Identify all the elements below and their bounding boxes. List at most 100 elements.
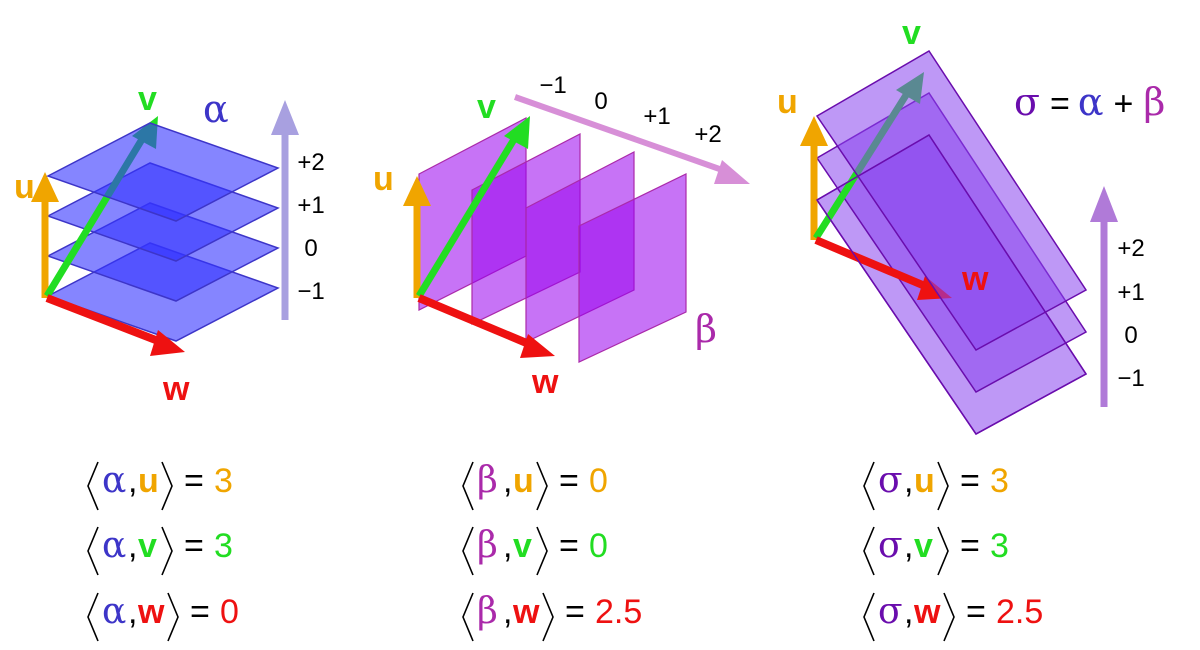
pairing-value: 0	[589, 462, 608, 500]
right-angle-bracket	[536, 526, 548, 576]
pairing-alpha-w: α,w = 0	[87, 591, 239, 642]
pairing-alpha-v: α,v=3	[87, 525, 233, 576]
beta-symbol: β	[695, 307, 717, 351]
panel-sigma: u v w σ=α+β +2 +1 0 −1	[777, 14, 1165, 435]
panel-beta: −1 0 +1 +2 u v w β	[373, 72, 750, 401]
pairing-comma: ,	[503, 527, 512, 565]
pairing-equals: =	[565, 593, 585, 631]
beta-tick-plus2: +2	[694, 121, 721, 148]
left-angle-bracket	[462, 461, 474, 511]
pairing-value: 0	[220, 593, 239, 631]
sigma-u-arrowhead	[800, 116, 828, 146]
beta-plane-plus2	[578, 173, 687, 363]
beta-tick-minus1: −1	[539, 72, 566, 99]
right-angle-bracket	[937, 461, 949, 511]
pairing-comma: ,	[904, 593, 913, 631]
alpha-u-arrowhead	[31, 172, 59, 202]
sigma-formula-plus: +	[1113, 85, 1133, 123]
pairing-value: 3	[990, 462, 1009, 500]
pairing-beta-v: β,v=0	[462, 525, 608, 576]
pairing-value: 2.5	[595, 593, 642, 631]
pairing-vector: u	[138, 462, 159, 500]
pairing-comma: ,	[904, 527, 913, 565]
pairing-form: σ	[878, 460, 903, 501]
pairing-equals: =	[184, 527, 204, 565]
pairing-form: β	[477, 460, 498, 501]
pairing-beta-u: β,u=0	[462, 460, 608, 511]
right-angle-bracket	[542, 592, 554, 642]
beta-value-axis	[514, 94, 729, 175]
pairing-value: 0	[589, 527, 608, 565]
sigma-plane-plus1	[815, 49, 1088, 351]
sigma-formula-beta: β	[1143, 80, 1165, 124]
pairing-equals: =	[559, 527, 579, 565]
pairing-equals: =	[190, 593, 210, 631]
sigma-plane-plus2	[815, 133, 1088, 435]
right-angle-bracket	[943, 592, 955, 642]
sigma-tick-plus1: +1	[1117, 279, 1144, 306]
beta-u-arrowhead	[403, 176, 431, 206]
panel-alpha: u v w α +2 +1 0 −1	[14, 80, 325, 408]
pairing-vector: w	[913, 593, 941, 631]
pairing-form: α	[102, 460, 126, 501]
right-angle-bracket	[536, 461, 548, 511]
sigma-formula-eq: =	[1050, 85, 1070, 123]
pairing-value: 3	[990, 527, 1009, 565]
pairing-value: 2.5	[996, 593, 1043, 631]
sigma-tick-plus2: +2	[1117, 235, 1144, 262]
sigma-u-label: u	[777, 83, 798, 121]
right-angle-bracket	[937, 526, 949, 576]
sigma-formula-lhs: σ	[1014, 80, 1040, 124]
pairing-form: σ	[878, 525, 903, 566]
pairing-vector: v	[138, 527, 157, 565]
left-angle-bracket	[87, 526, 99, 576]
left-angle-bracket	[863, 461, 875, 511]
sigma-formula: σ =α+ β	[1014, 80, 1165, 124]
left-angle-bracket	[87, 461, 99, 511]
left-angle-bracket	[87, 592, 99, 642]
right-angle-bracket	[167, 592, 179, 642]
left-angle-bracket	[462, 526, 474, 576]
pairing-form: α	[102, 591, 126, 632]
beta-tick-plus1: +1	[643, 103, 670, 130]
pairing-vector: w	[512, 593, 540, 631]
beta-value-axis-head	[714, 160, 750, 184]
pairing-vector: v	[914, 527, 933, 565]
alpha-plane-plus2	[46, 122, 280, 222]
sigma-tick-minus1: −1	[1117, 365, 1144, 392]
left-angle-bracket	[863, 526, 875, 576]
pairing-value: 3	[214, 527, 233, 565]
beta-v-arrow	[416, 134, 519, 298]
sigma-w-arrow	[814, 236, 934, 293]
pairing-comma: ,	[503, 462, 512, 500]
pairing-equals: =	[960, 527, 980, 565]
sigma-formula-alpha: α	[1078, 80, 1104, 124]
alpha-tick-0: 0	[304, 235, 317, 262]
beta-w-arrowhead	[520, 334, 555, 358]
pairing-form: α	[102, 525, 126, 566]
beta-v-arrowhead	[504, 116, 530, 149]
left-angle-bracket	[462, 592, 474, 642]
beta-v-label: v	[477, 88, 496, 126]
pairing-form: β	[477, 591, 498, 632]
pairing-equals: =	[184, 462, 204, 500]
pairing-comma: ,	[128, 593, 137, 631]
alpha-symbol: α	[203, 87, 229, 131]
alpha-v-label: v	[138, 80, 157, 118]
pairing-equals: =	[960, 462, 980, 500]
pairing-form: σ	[878, 591, 903, 632]
pairing-beta-w: β,w = 2.5	[462, 591, 642, 642]
pairing-sigma-w: σ,w=2.5	[863, 591, 1043, 642]
alpha-w-arrow	[45, 294, 168, 348]
pairing-vector: w	[137, 593, 165, 631]
right-angle-bracket	[161, 526, 173, 576]
beta-w-label: w	[531, 363, 559, 401]
pairing-comma: ,	[904, 462, 913, 500]
sigma-w-label: w	[961, 260, 989, 298]
sigma-tick-0: 0	[1124, 322, 1137, 349]
pairing-form: β	[477, 525, 498, 566]
pairing-comma: ,	[503, 593, 512, 631]
pairing-value: 3	[214, 462, 233, 500]
pairing-equations: α,u=3α,v=3α,w=0β,u=0β,v=0β,w=2.5σ,u=3σ,v…	[87, 460, 1043, 642]
